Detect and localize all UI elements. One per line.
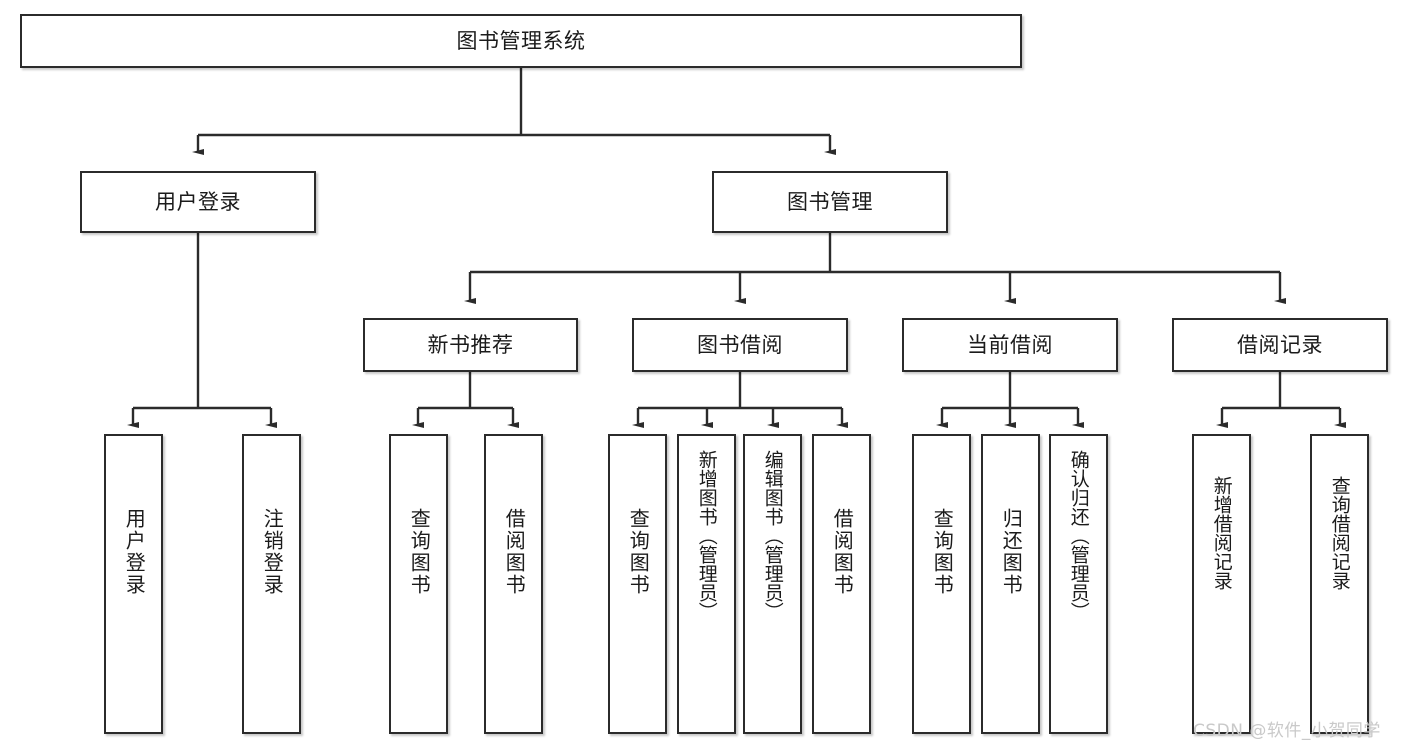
node-leaf-confirm-return[interactable]: 确认归还（管理员） xyxy=(1049,434,1108,734)
node-label-leaf-query-book-3: 查询图书 xyxy=(930,508,955,596)
root-to-level2-connectors xyxy=(192,68,836,155)
node-label-leaf-confirm-return: 确认归还（管理员） xyxy=(1067,450,1090,621)
node-leaf-query-record[interactable]: 查询借阅记录 xyxy=(1310,434,1369,734)
node-label-leaf-borrow-book-2: 借阅图书 xyxy=(830,508,855,596)
node-user-login[interactable]: 用户登录 xyxy=(80,171,316,233)
new-book-to-leaves-connectors xyxy=(412,372,519,428)
node-label-leaf-borrow-book-1: 借阅图书 xyxy=(502,508,527,596)
node-label-leaf-query-book-1: 查询图书 xyxy=(407,508,432,596)
node-leaf-query-book-1[interactable]: 查询图书 xyxy=(389,434,448,734)
node-label-leaf-add-record: 新增借阅记录 xyxy=(1210,476,1233,590)
node-label-leaf-user-logout: 注销登录 xyxy=(260,508,285,596)
node-label-book-borrow: 图书借阅 xyxy=(697,332,783,357)
node-label-leaf-edit-book: 编辑图书（管理员） xyxy=(761,450,784,621)
node-leaf-edit-book[interactable]: 编辑图书（管理员） xyxy=(743,434,802,734)
borrow-record-to-leaves-connectors xyxy=(1216,372,1346,428)
node-label-root: 图书管理系统 xyxy=(456,28,586,53)
node-leaf-borrow-book-2[interactable]: 借阅图书 xyxy=(812,434,871,734)
node-borrow-record[interactable]: 借阅记录 xyxy=(1172,318,1388,372)
user-login-to-leaves-connectors xyxy=(127,232,277,428)
node-label-borrow-record: 借阅记录 xyxy=(1237,332,1323,357)
node-book-management-system[interactable]: 图书管理系统 xyxy=(20,14,1022,68)
node-leaf-query-book-3[interactable]: 查询图书 xyxy=(912,434,971,734)
node-book-borrow[interactable]: 图书借阅 xyxy=(632,318,848,372)
node-leaf-add-book[interactable]: 新增图书（管理员） xyxy=(677,434,736,734)
node-leaf-query-book-2[interactable]: 查询图书 xyxy=(608,434,667,734)
node-new-book-recommend[interactable]: 新书推荐 xyxy=(363,318,578,372)
node-label-leaf-query-book-2: 查询图书 xyxy=(626,508,651,596)
node-leaf-borrow-book-1[interactable]: 借阅图书 xyxy=(484,434,543,734)
node-leaf-add-record[interactable]: 新增借阅记录 xyxy=(1192,434,1251,734)
node-label-book-management: 图书管理 xyxy=(787,189,873,214)
node-current-borrow[interactable]: 当前借阅 xyxy=(902,318,1118,372)
node-label-leaf-user-login: 用户登录 xyxy=(122,508,147,596)
node-label-leaf-add-book: 新增图书（管理员） xyxy=(695,450,718,621)
node-label-user-login: 用户登录 xyxy=(155,189,241,214)
node-book-management[interactable]: 图书管理 xyxy=(712,171,948,233)
current-borrow-to-leaves-connectors xyxy=(936,372,1084,428)
book-borrow-to-leaves-connectors xyxy=(632,372,848,428)
node-label-current-borrow: 当前借阅 xyxy=(967,332,1053,357)
node-leaf-return-book[interactable]: 归还图书 xyxy=(981,434,1040,734)
node-label-leaf-query-record: 查询借阅记录 xyxy=(1328,476,1351,590)
node-label-new-book-recommend: 新书推荐 xyxy=(427,332,514,357)
node-leaf-user-login[interactable]: 用户登录 xyxy=(104,434,163,734)
node-label-leaf-return-book: 归还图书 xyxy=(999,508,1024,596)
book-management-to-level3-connectors xyxy=(464,232,1286,304)
node-leaf-user-logout[interactable]: 注销登录 xyxy=(242,434,301,734)
